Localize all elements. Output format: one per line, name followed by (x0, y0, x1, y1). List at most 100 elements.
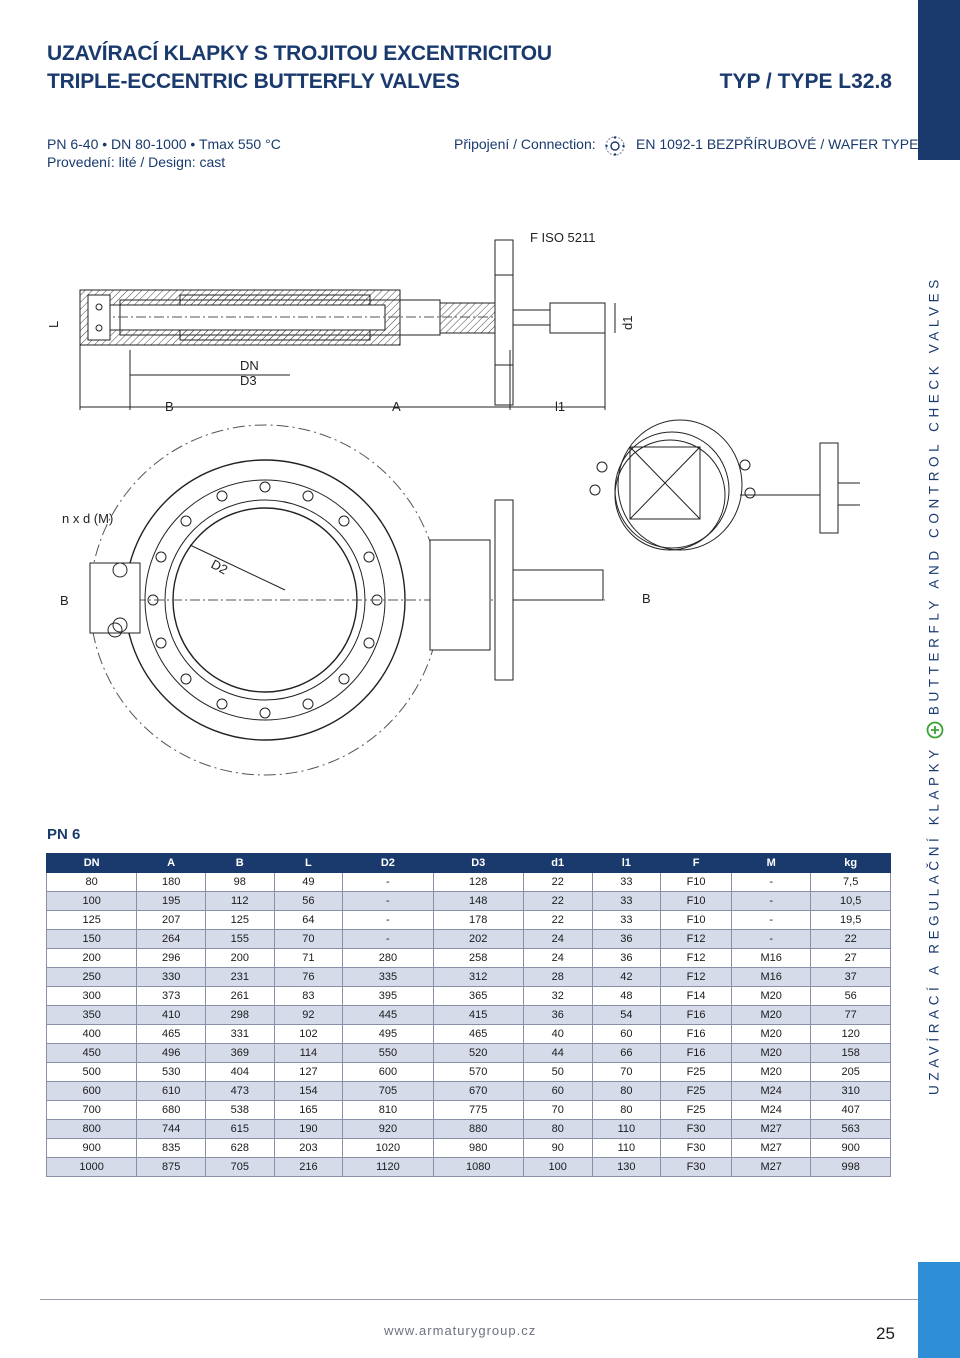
table-cell: 83 (273, 986, 344, 1006)
table-cell: F16 (660, 1024, 732, 1044)
table-cell: 395 (342, 986, 434, 1006)
table-cell: - (730, 910, 812, 930)
table-cell: 77 (810, 1005, 891, 1025)
label-b-left: B (60, 593, 69, 608)
table-cell: 350 (45, 1005, 138, 1025)
table-cell: 296 (136, 948, 206, 968)
table-cell: 112 (204, 891, 275, 911)
table-cell: 465 (432, 1024, 524, 1044)
table-cell: M16 (730, 967, 812, 987)
table-cell: 60 (522, 1081, 593, 1101)
table-cell: 705 (204, 1157, 275, 1177)
table-cell: 70 (273, 929, 344, 949)
pressure-class-label: PN 6 (47, 826, 81, 843)
table-cell: 450 (45, 1043, 138, 1063)
column-header: F (660, 853, 732, 873)
table-cell: M27 (730, 1157, 812, 1177)
table-cell: 330 (136, 967, 206, 987)
table-cell: 60 (591, 1024, 662, 1044)
table-cell: 880 (432, 1119, 524, 1139)
column-header: L (273, 853, 344, 873)
table-cell: 570 (432, 1062, 524, 1082)
label-d3: D3 (240, 373, 257, 388)
table-cell: 80 (45, 872, 138, 892)
table-cell: 70 (591, 1062, 662, 1082)
table-cell: 100 (45, 891, 138, 911)
table-cell: 300 (45, 986, 138, 1006)
table-cell: 810 (342, 1100, 434, 1120)
table-cell: F30 (660, 1119, 732, 1139)
table-cell: 22 (810, 929, 891, 949)
table-cell: 496 (136, 1043, 206, 1063)
table-cell: 33 (591, 872, 662, 892)
website-link[interactable]: www.armaturygroup.cz (384, 1323, 537, 1338)
table-cell: M24 (730, 1100, 812, 1120)
table-cell: 148 (432, 891, 524, 911)
table-cell: 114 (273, 1043, 344, 1063)
table-cell: 705 (342, 1081, 434, 1101)
table-cell: 203 (273, 1138, 344, 1158)
table-cell: 407 (810, 1100, 891, 1120)
table-cell: 110 (591, 1119, 662, 1139)
table-cell: 56 (810, 986, 891, 1006)
table-cell: 36 (522, 1005, 593, 1025)
table-cell: 250 (45, 967, 138, 987)
table-cell: M20 (730, 1005, 812, 1025)
table-cell: 33 (591, 891, 662, 911)
column-header: DN (45, 853, 138, 873)
table-cell: M20 (730, 986, 812, 1006)
table-cell: 835 (136, 1138, 206, 1158)
label-dn: DN (240, 358, 259, 373)
table-cell: - (342, 891, 434, 911)
table-cell: 900 (810, 1138, 891, 1158)
table-cell: F12 (660, 929, 732, 949)
table-cell: 538 (204, 1100, 275, 1120)
table-cell: 900 (45, 1138, 138, 1158)
table-cell: 110 (591, 1138, 662, 1158)
table-cell: 120 (810, 1024, 891, 1044)
front-view (89, 424, 605, 776)
table-cell: F10 (660, 872, 732, 892)
table-cell: 373 (136, 986, 206, 1006)
sidebar-text-cz: UZAVÍRACÍ A REGULAČNÍ KLAPKY (926, 745, 942, 1095)
table-cell: 520 (432, 1043, 524, 1063)
armatury-logo-icon (926, 721, 944, 739)
wafer-flange-icon (605, 136, 625, 156)
table-cell: 1120 (342, 1157, 434, 1177)
table-cell: 125 (45, 910, 138, 930)
corner-accent-bottom (918, 1262, 960, 1358)
table-cell: 49 (273, 872, 344, 892)
table-cell: 80 (522, 1119, 593, 1139)
table-cell: 465 (136, 1024, 206, 1044)
table-cell: 158 (810, 1043, 891, 1063)
table-cell: 22 (522, 891, 593, 911)
title-czech: UZAVÍRACÍ KLAPKY S TROJITOU EXCENTRICITO… (47, 42, 552, 65)
table-cell: 195 (136, 891, 206, 911)
table-cell: 190 (273, 1119, 344, 1139)
table-cell: 36 (591, 948, 662, 968)
table-cell: 207 (136, 910, 206, 930)
table-cell: 875 (136, 1157, 206, 1177)
table-cell: 670 (432, 1081, 524, 1101)
label-l: L (46, 321, 61, 328)
spec-line: PN 6-40 • DN 80-1000 • Tmax 550 °C (47, 136, 281, 152)
table-cell: F12 (660, 967, 732, 987)
column-header: D2 (342, 853, 434, 873)
table-cell: 600 (45, 1081, 138, 1101)
table-cell: 92 (273, 1005, 344, 1025)
table-cell: 154 (273, 1081, 344, 1101)
table-cell: 530 (136, 1062, 206, 1082)
section-view (79, 239, 616, 410)
table-cell: 980 (432, 1138, 524, 1158)
table-cell: 1080 (432, 1157, 524, 1177)
table-cell: F25 (660, 1081, 732, 1101)
table-cell: 369 (204, 1043, 275, 1063)
